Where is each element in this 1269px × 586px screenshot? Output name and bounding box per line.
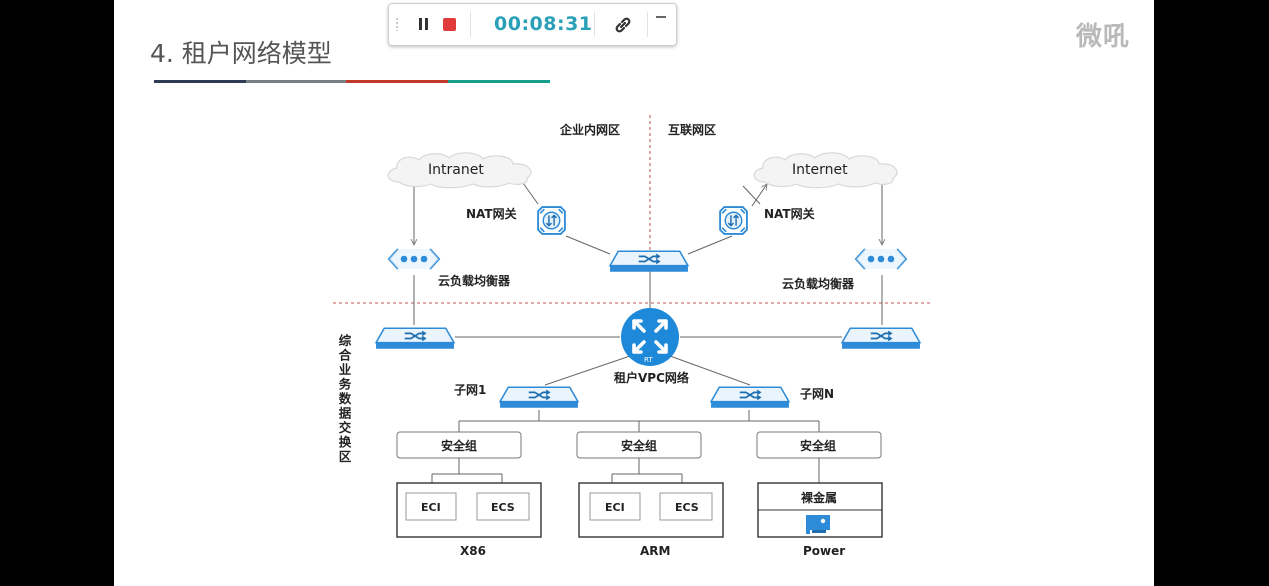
switch-right-icon <box>841 327 921 350</box>
vertical-zone-label: 综合业务数据交换区 <box>337 333 352 465</box>
slide-title: 4. 租户网络模型 <box>150 39 332 68</box>
toolbar-divider <box>647 12 648 37</box>
slide: 4. 租户网络模型 微吼 <box>114 0 1154 586</box>
router-icon <box>621 308 679 366</box>
arm-ecs-box <box>659 492 713 521</box>
security-group-1-label: 安全组 <box>441 438 477 453</box>
security-group-2-label: 安全组 <box>621 438 657 453</box>
security-group-2-box <box>576 431 702 459</box>
router-badge: RT <box>644 356 653 364</box>
zone-label-internet: 互联网区 <box>668 123 716 137</box>
switch-top-icon <box>609 250 689 273</box>
security-group-1-box <box>396 431 522 459</box>
baremetal-label: 裸金属 <box>801 490 837 505</box>
zone-label-enterprise: 企业内网区 <box>559 122 620 137</box>
load-balancer-right-label: 云负载均衡器 <box>782 276 855 291</box>
security-group-3-box <box>756 431 882 459</box>
arm-eci-box <box>589 492 641 521</box>
network-card-icon <box>806 515 830 534</box>
minimize-icon[interactable] <box>655 10 667 22</box>
network-diagram: 企业内网区 互联网区 Intranet Internet NAT网关 NAT网关… <box>333 115 930 558</box>
vpc-label: 租户VPC网络 <box>614 370 689 385</box>
underline-segment-4 <box>448 80 550 83</box>
nat-gateway-left-label: NAT网关 <box>466 206 517 221</box>
x86-ecs-label: ECS <box>491 501 515 514</box>
power-label: Power <box>803 544 845 558</box>
drag-handle-icon[interactable] <box>395 17 399 31</box>
toolbar-divider <box>594 12 595 37</box>
switch-left-icon <box>375 327 455 350</box>
arm-label: ARM <box>640 544 670 558</box>
nat-gateway-right-icon <box>719 206 748 235</box>
underline-segment-2 <box>246 80 346 83</box>
watermark-logo: 微吼 <box>1076 22 1131 52</box>
toolbar-divider <box>470 12 471 37</box>
stop-icon[interactable] <box>443 18 456 31</box>
switch-subnet1-icon <box>499 386 579 409</box>
underline-segment-1 <box>154 80 246 83</box>
connection-lines <box>414 176 882 483</box>
load-balancer-left-label: 云负载均衡器 <box>438 273 511 288</box>
cloud-intranet-label: Intranet <box>428 162 484 178</box>
x86-eci-label: ECI <box>421 501 441 514</box>
subnet-n-label: 子网N <box>800 387 834 401</box>
recording-timer: 00:08:31 <box>494 13 593 35</box>
switch-subnetn-icon <box>710 386 790 409</box>
nat-gateway-right-label: NAT网关 <box>764 206 815 221</box>
cloud-internet-label: Internet <box>792 162 848 178</box>
title-underline <box>154 80 550 83</box>
pause-icon[interactable] <box>416 16 432 32</box>
load-balancer-right-icon <box>855 248 907 270</box>
x86-eci-box <box>405 492 457 521</box>
load-balancer-left-icon <box>388 248 440 270</box>
nat-right-arrow <box>751 184 767 207</box>
nat-gateway-left-icon <box>537 206 566 235</box>
recording-toolbar: 00:08:31 <box>388 3 677 46</box>
underline-segment-3 <box>346 80 448 83</box>
arm-eci-label: ECI <box>605 501 625 514</box>
subnet-1-label: 子网1 <box>454 383 486 397</box>
arm-ecs-label: ECS <box>675 501 699 514</box>
x86-label: X86 <box>460 544 486 558</box>
security-group-3-label: 安全组 <box>800 438 836 453</box>
link-icon[interactable] <box>613 15 633 35</box>
x86-ecs-box <box>476 492 530 521</box>
